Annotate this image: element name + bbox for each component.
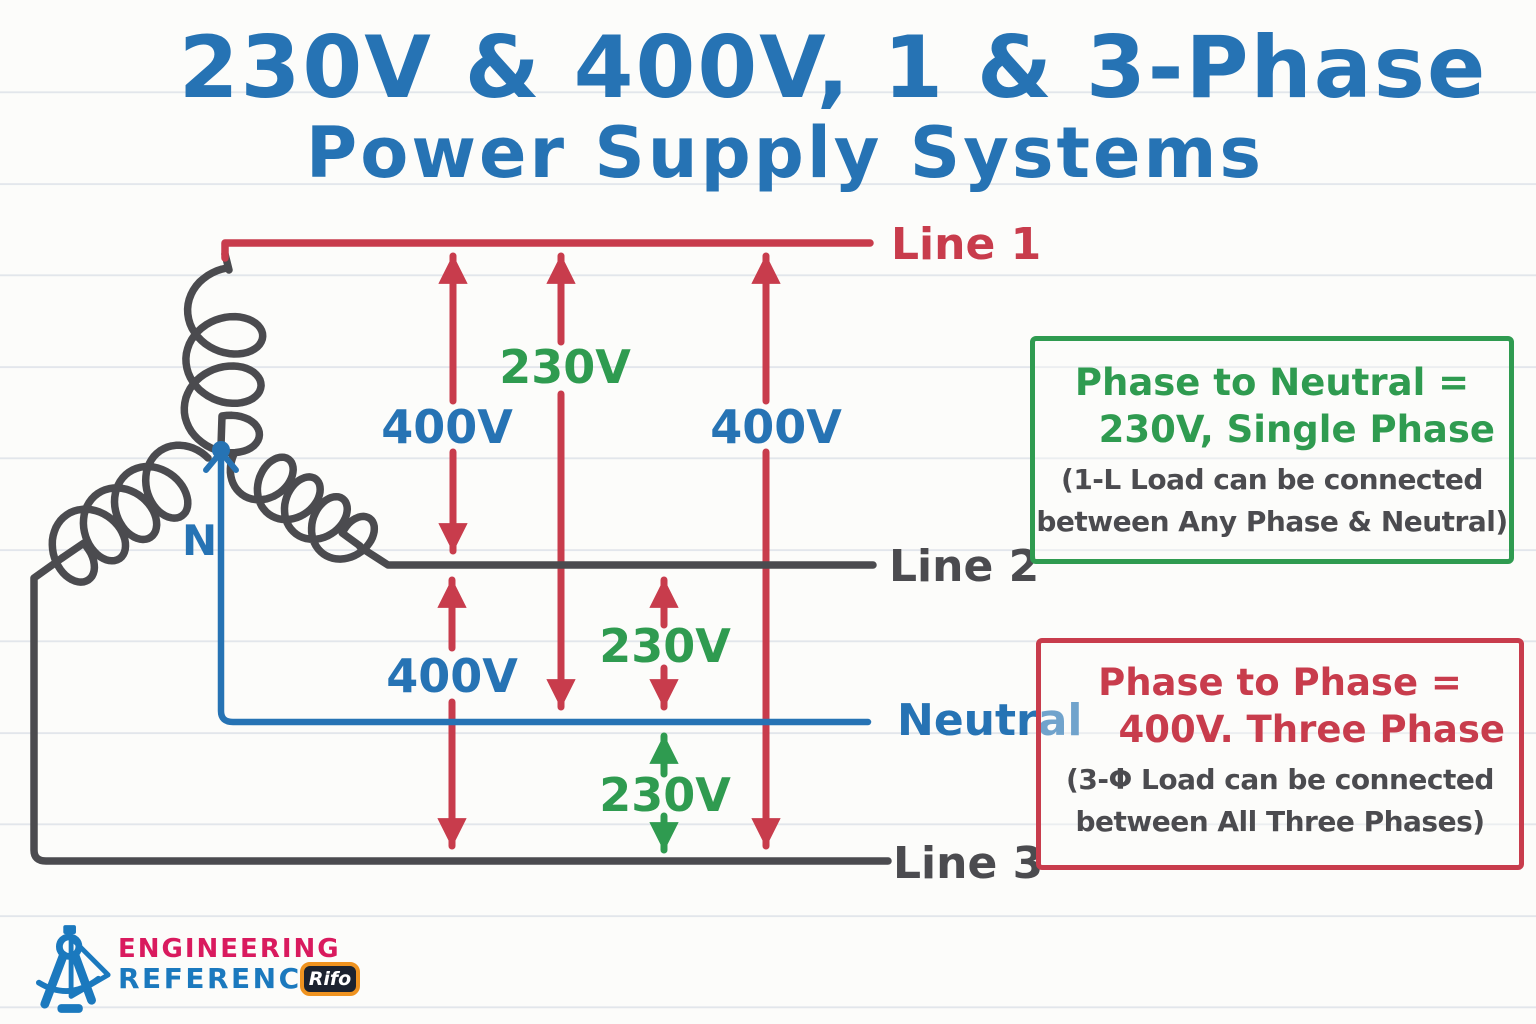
phase-to-phase-heading-2: 400V. Three Phase: [1118, 708, 1505, 751]
line1-wire: [221, 239, 874, 262]
phase-to-neutral-box: Phase to Neutral = 230V, Single Phase (1…: [1030, 336, 1514, 564]
voltage-label-neutral-line3: 230V: [599, 768, 731, 822]
phase-to-phase-note-1: (3-Φ Load can be connected: [1066, 763, 1494, 796]
voltage-label-line2-line3: 400V: [386, 649, 518, 703]
wires: [30, 239, 892, 865]
compass-icon: [36, 925, 111, 1013]
voltage-label-line1-neutral: 230V: [499, 340, 631, 394]
line2-wire: [356, 543, 877, 569]
page-title-line-1: 230V & 400V, 1 & 3-Phase: [178, 18, 1488, 118]
brand-name-line-1: ENGINEERING: [118, 934, 341, 964]
voltage-arrows: [437, 252, 781, 854]
brand-name-line-2: REFERENCE: [118, 962, 324, 995]
neutral-label: Neutral: [897, 695, 1083, 746]
phase-to-phase-box: Phase to Phase = 400V. Three Phase (3-Φ …: [1036, 638, 1524, 870]
phase-to-phase-note-2: between All Three Phases): [1075, 805, 1485, 838]
line2-label: Line 2: [889, 541, 1040, 592]
neutral-wire: [217, 454, 872, 726]
star-point-label: N: [182, 516, 218, 565]
star-point-dot: [212, 441, 230, 459]
winding-coil-top: [180, 264, 267, 457]
winding-coil-left: [48, 441, 212, 586]
line3-label: Line 3: [893, 838, 1044, 889]
line1-label: Line 1: [891, 219, 1042, 270]
voltage-label-line1-line2: 400V: [381, 400, 513, 454]
line3-wire: [30, 554, 892, 865]
phase-to-neutral-heading-2: 230V, Single Phase: [1098, 408, 1495, 451]
brand-logo: ENGINEERING REFERENCE Rifo: [36, 920, 396, 1020]
phase-to-phase-heading-1: Phase to Phase =: [1098, 661, 1462, 704]
phase-to-neutral-heading-1: Phase to Neutral =: [1074, 361, 1470, 404]
phase-to-neutral-note-2: between Any Phase & Neutral): [1036, 505, 1508, 538]
voltage-label-line1-line3: 400V: [710, 400, 842, 454]
page-title-line-2: Power Supply Systems: [305, 112, 1265, 194]
phase-to-neutral-note-1: (1-L Load can be connected: [1061, 463, 1483, 496]
rifo-badge: Rifo: [300, 962, 360, 996]
winding-coil-right: [226, 450, 379, 563]
voltage-label-line2-neutral: 230V: [599, 619, 731, 673]
